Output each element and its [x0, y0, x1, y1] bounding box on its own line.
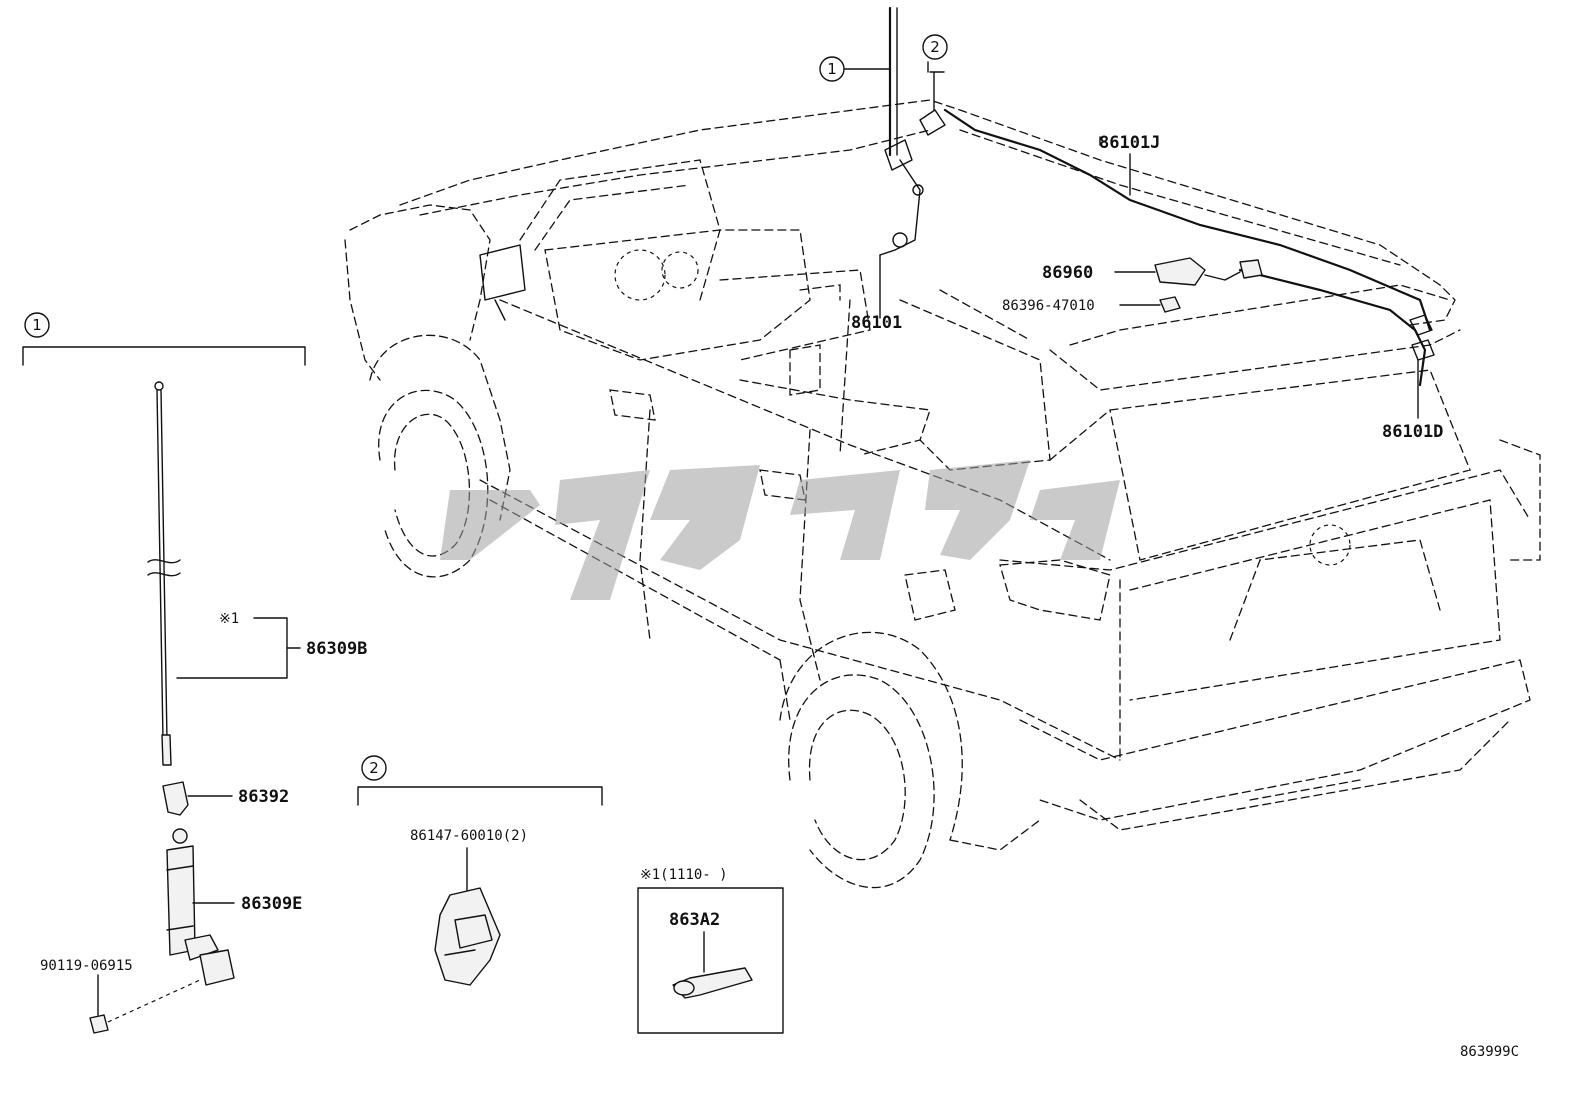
note-mark-1: ※1	[219, 611, 239, 627]
group-2-panel: 2 86147-60010(2)	[357, 755, 603, 986]
callout-1-top: 1	[819, 56, 845, 82]
callout-2-top: 2	[922, 34, 948, 60]
group-1-panel: 1 ※1 86309B 86392 86309E 90119-06915	[22, 312, 367, 1034]
diagram-id: 863999C	[1460, 1044, 1519, 1060]
cable-86101D	[1238, 268, 1427, 387]
label-86101J: 86101J	[1099, 133, 1160, 153]
vehicle-outline	[344, 99, 1541, 889]
cable-86101J	[943, 108, 1432, 332]
clamp-86396	[1159, 296, 1181, 313]
callout-label: 1	[827, 60, 837, 78]
leader-lines	[844, 61, 1419, 419]
callout-label: 2	[930, 38, 940, 56]
label-86392: 86392	[238, 787, 289, 807]
roof-antenna-assembly	[879, 6, 946, 256]
connector-rear-lower	[1411, 339, 1435, 361]
label-86396: 86396-47010	[1002, 298, 1095, 314]
note-box-863A2: ※1(1110- ) 863A2	[637, 867, 784, 1034]
label-86309B: 86309B	[306, 639, 367, 659]
label-86101D: 86101D	[1382, 422, 1443, 442]
label-863A2: 863A2	[669, 910, 720, 930]
callout-label: 2	[369, 759, 379, 777]
watermark-logo	[440, 460, 1120, 600]
label-90119: 90119-06915	[40, 958, 133, 974]
gps-antenna-86960	[1154, 257, 1263, 286]
label-86960: 86960	[1042, 263, 1093, 283]
label-86147: 86147-60010(2)	[410, 828, 528, 844]
label-86101: 86101	[851, 313, 902, 333]
connector-rear-upper	[1409, 314, 1433, 336]
callout-label: 1	[32, 316, 42, 334]
note-range: ※1(1110- )	[640, 867, 728, 883]
label-86309E: 86309E	[241, 894, 302, 914]
